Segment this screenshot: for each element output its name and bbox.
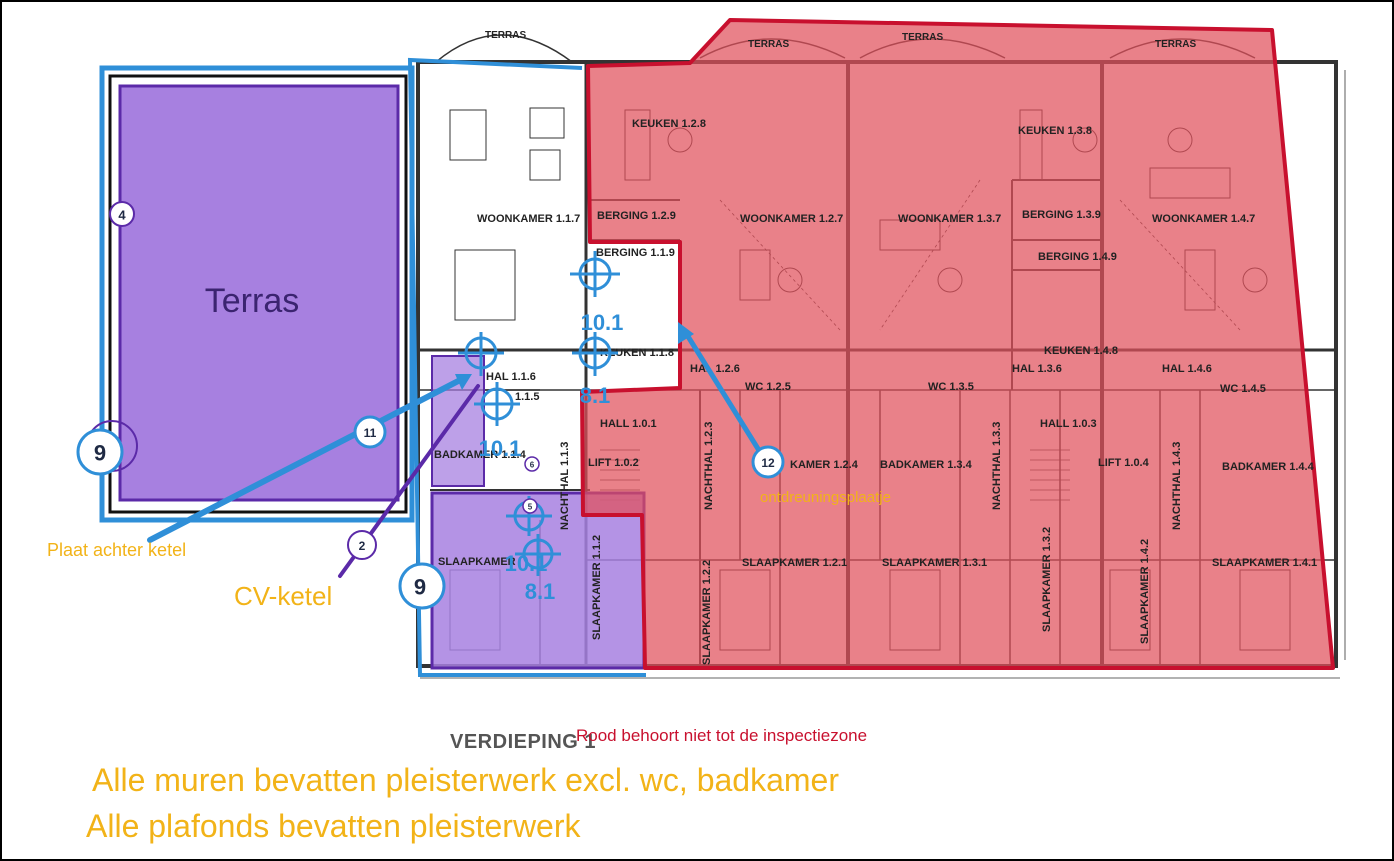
room-label: BERGING 1.4.9 [1038,251,1117,263]
svg-text:6: 6 [530,461,535,470]
room-label: SLAAPKAMER 1.2.2 [701,560,713,665]
room-label: WOONKAMER 1.1.7 [477,213,580,225]
crosshair-icon [458,332,504,376]
sample-code: 10.1 [505,551,548,576]
purple-terrace-zone [118,84,400,502]
ontdreuning-label: ontdreuningsplaatje [760,489,891,506]
room-label: KAMER 1.2.4 [790,459,859,471]
room-label: HALL 1.0.3 [1040,418,1097,430]
room-labels: TERRAS TERRAS TERRAS TERRAS WOONKAMER 1.… [434,30,1317,665]
svg-text:9: 9 [94,441,106,466]
room-label: LIFT 1.0.2 [588,457,639,469]
room-label: TERRAS [1155,39,1196,50]
badge-11: 11 [353,415,387,449]
sample-code: 8.1 [580,383,611,408]
blue-outline-apartment [407,57,646,677]
badges: 4 9 9 11 2 12 6 5 [76,201,785,610]
room-label: KEUKEN 1.1.8 [600,347,674,359]
ceilings-note: Alle plafonds bevatten pleisterwerk [86,808,581,844]
room-label: 1.1.5 [515,391,539,403]
room-label: WOONKAMER 1.2.7 [740,213,843,225]
sample-codes: 10.1 8.1 10.1 10.1 8.1 [479,310,624,604]
walls-note: Alle muren bevatten pleisterwerk excl. w… [92,762,839,798]
room-label: SLAAPKAMER [438,556,516,568]
room-label: SLAAPKAMER 1.1.2 [591,535,603,640]
room-label: WC 1.4.5 [1220,383,1266,395]
black-terrace-frame [108,74,408,514]
room-label: NACHTHAL 1.1.3 [559,442,571,530]
svg-text:5: 5 [528,503,533,512]
crosshair-icon [474,382,520,426]
room-label: WC 1.3.5 [928,381,974,393]
room-label: BERGING 1.3.9 [1022,209,1101,221]
room-label: WOONKAMER 1.3.7 [898,213,1001,225]
crosshair-targets [458,251,620,576]
room-label: TERRAS [485,30,526,41]
room-label: KEUKEN 1.4.8 [1044,345,1118,357]
room-label: HAL 1.3.6 [1012,363,1062,375]
crosshair-icon [572,332,618,376]
sample-code: 10.1 [581,310,624,335]
room-label: SLAAPKAMER 1.3.2 [1041,527,1053,632]
room-label: HAL 1.1.6 [486,371,536,383]
badge-2: 2 [347,530,377,560]
badge-12: 12 [751,445,785,479]
badge-4: 4 [109,201,135,227]
room-label: KEUKEN 1.3.8 [1018,125,1092,137]
room-label: TERRAS [748,39,789,50]
badge-9-terrace: 9 [76,420,138,476]
room-label: BERGING 1.2.9 [597,210,676,222]
cv-ketel-label: CV-ketel [234,581,333,611]
room-label: BADKAMER 1.1.4 [434,449,527,461]
sample-code: 10.1 [479,436,522,461]
crosshair-icon [570,251,620,297]
room-label: SLAAPKAMER 1.2.1 [742,557,847,569]
room-label: BADKAMER 1.4.4 [1222,461,1315,473]
room-label: NACHTHAL 1.4.3 [1171,442,1183,530]
terrace-label: Terras [205,282,299,320]
crosshair-icon [515,534,561,576]
badge-small-6: 6 [524,456,540,472]
room-label: BADKAMER 1.3.4 [880,459,973,471]
room-label: WOONKAMER 1.4.7 [1152,213,1255,225]
room-label: LIFT 1.0.4 [1098,457,1150,469]
badge-9-bedroom: 9 [398,562,446,610]
badge-small-5: 5 [522,498,538,514]
plaat-label: Plaat achter ketel [47,540,187,560]
red-zone-note: Rood behoort niet tot de inspectiezone [576,726,867,745]
room-label: TERRAS [902,32,943,43]
room-label: SLAAPKAMER 1.4.2 [1139,539,1151,644]
svg-text:4: 4 [118,208,126,223]
room-label: KEUKEN 1.2.8 [632,118,706,130]
room-label: NACHTHAL 1.2.3 [703,422,715,510]
svg-text:9: 9 [414,575,426,600]
svg-text:2: 2 [359,539,366,553]
room-label: SLAAPKAMER 1.3.1 [882,557,987,569]
svg-text:12: 12 [761,456,775,470]
room-label: WC 1.2.5 [745,381,791,393]
room-label: HALL 1.0.1 [600,418,657,430]
sample-code: 8.1 [525,579,556,604]
room-label: BERGING 1.1.9 [596,247,675,259]
red-excluded-zone [580,18,1335,670]
room-label: HAL 1.4.6 [1162,363,1212,375]
room-label: NACHTHAL 1.3.3 [991,422,1003,510]
room-label: SLAAPKAMER 1.4.1 [1212,557,1317,569]
floor-title: VERDIEPING 1 [450,731,596,753]
svg-text:11: 11 [364,426,377,440]
room-label: HAL 1.2.6 [690,363,740,375]
purple-bedroom-zone [430,491,646,670]
